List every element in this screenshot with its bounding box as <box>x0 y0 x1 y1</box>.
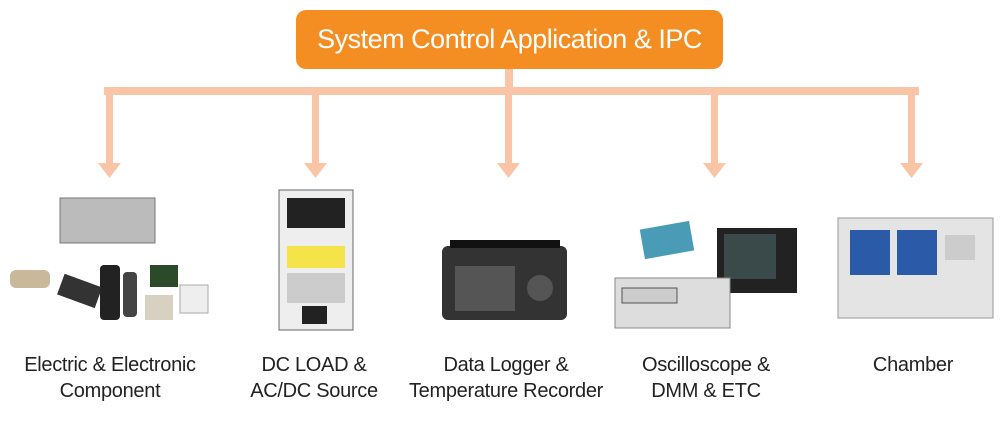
node-label-line2: AC/DC Source <box>250 380 378 402</box>
chamber-image <box>837 217 994 319</box>
node-label-line2: DMM & ETC <box>651 380 761 402</box>
node-label-line1: DC LOAD & <box>261 354 367 376</box>
electronic-components-image <box>10 197 209 320</box>
connector-lines <box>98 69 923 178</box>
node-label-line1: Chamber <box>872 354 954 376</box>
data-logger-image <box>442 240 567 320</box>
oscilloscope-dmm-image <box>614 220 797 329</box>
node-label-line2: Temperature Recorder <box>408 380 604 402</box>
system-control-box: System Control Application & IPC <box>296 10 723 69</box>
node-label-line1: Electric & Electronic <box>24 354 196 376</box>
node-data-logger: Data Logger & Temperature Recorder <box>396 352 616 404</box>
node-label-line2: Component <box>59 380 161 402</box>
node-chamber: Chamber <box>803 352 1000 378</box>
node-label-line1: Oscilloscope & <box>641 354 771 376</box>
node-oscilloscope: Oscilloscope & DMM & ETC <box>596 352 816 404</box>
node-dc-load: DC LOAD & AC/DC Source <box>204 352 424 404</box>
node-electronic-component: Electric & Electronic Component <box>0 352 220 404</box>
node-label-line1: Data Logger & <box>443 354 569 376</box>
dc-load-rack-image <box>278 189 354 331</box>
